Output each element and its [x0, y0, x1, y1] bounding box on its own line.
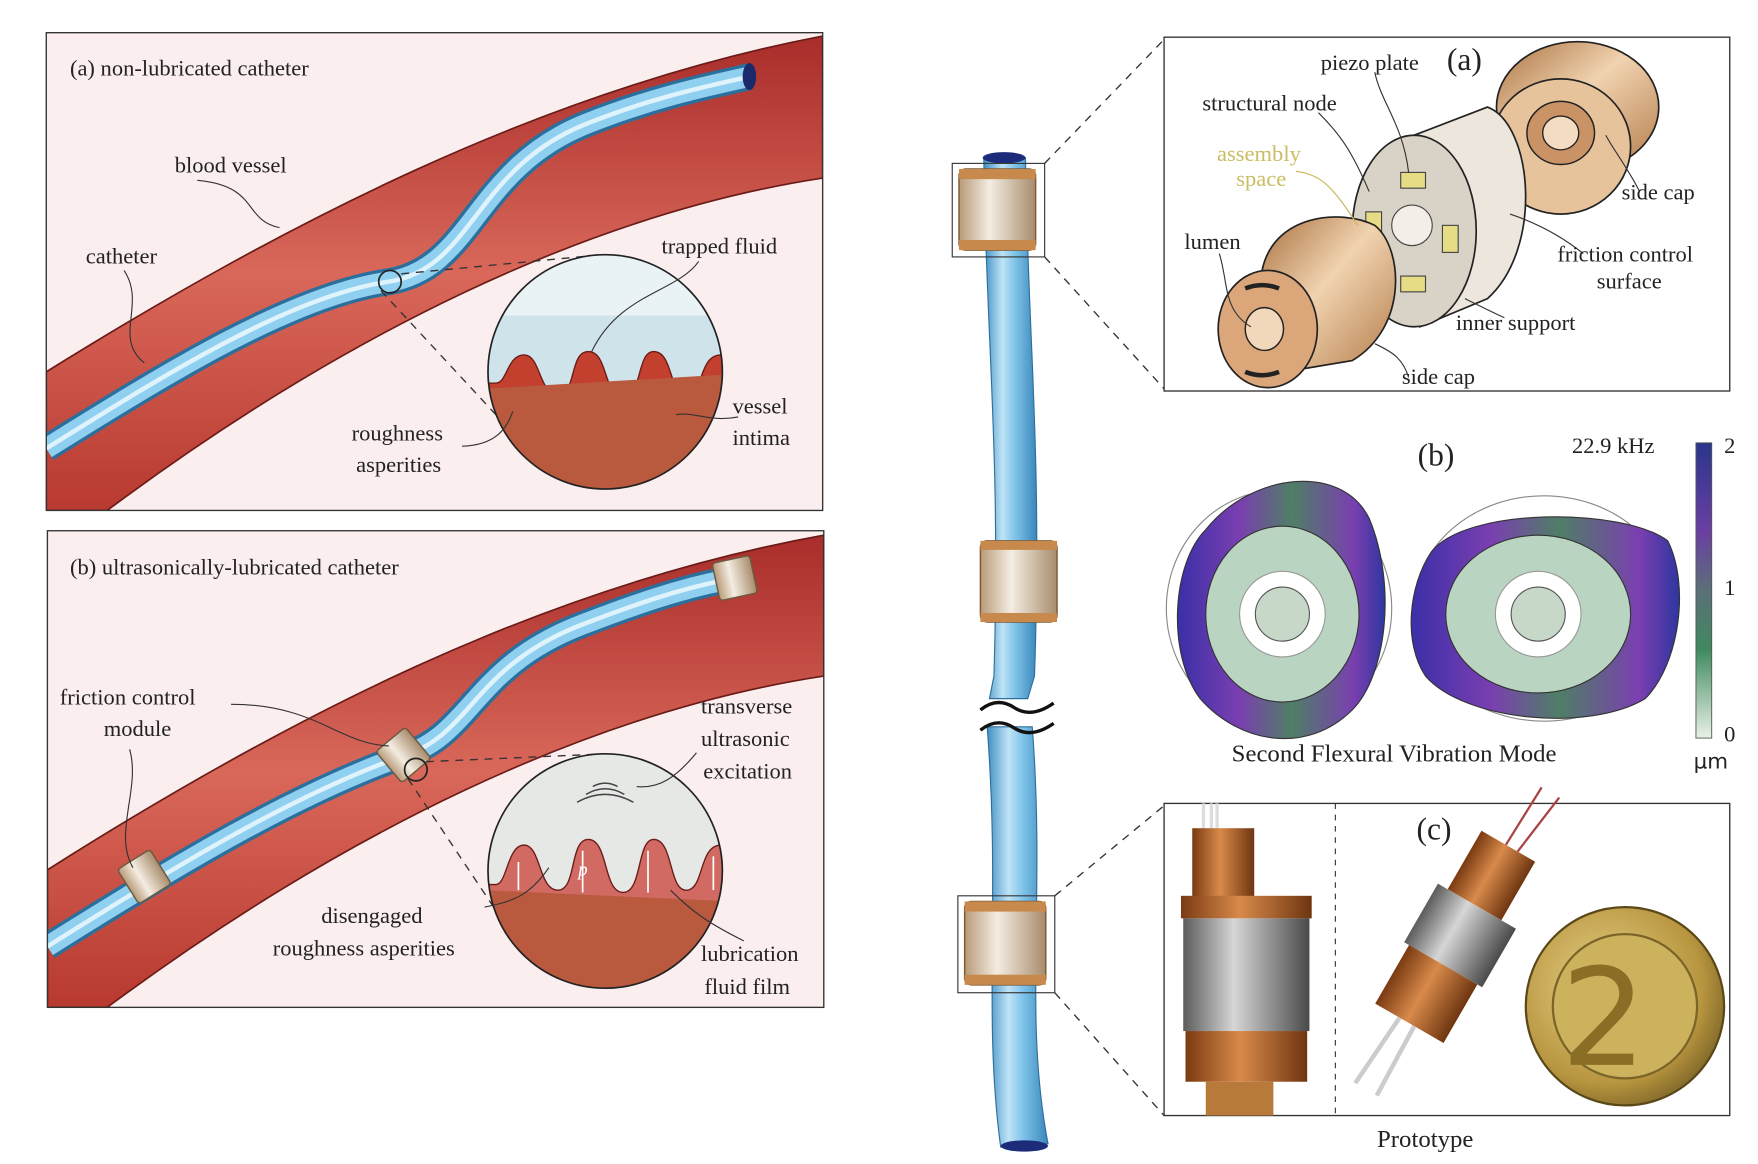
friction-control-module [711, 555, 758, 601]
label-side-cap-top: side cap [1622, 179, 1695, 204]
frequency-label: 22.9 kHz [1572, 433, 1655, 458]
side-cap-top [1490, 40, 1660, 215]
label-roughness: roughness [352, 421, 443, 446]
colorbar-unit: µm [1694, 749, 1728, 774]
colorbar-tick-mid: 1 [1724, 575, 1735, 600]
blood-vessel [47, 534, 824, 1008]
label-catheter: catheter [86, 244, 158, 269]
mode-shape-right [1410, 495, 1681, 722]
side-cap-bottom [1217, 216, 1397, 389]
module-middle [979, 540, 1058, 623]
panel-exploded-view: piezo plate (a) structural node assembly… [1163, 36, 1731, 392]
euro-coin: 2 [1524, 905, 1726, 1107]
label-pressure: p [576, 860, 588, 881]
prototype-caption: Prototype [1377, 1126, 1473, 1153]
coin-numeral: 2 [1561, 939, 1647, 1097]
label-intima: intima [733, 425, 791, 450]
colorbar [1695, 442, 1713, 739]
catheter-end [742, 63, 757, 91]
zoom-marker [377, 269, 403, 294]
label-ultrasonic: ultrasonic [701, 726, 790, 751]
panel-ultrasonically-lubricated: p (b) ultrasonically-lubricated catheter… [46, 530, 825, 1009]
module-top [958, 168, 1037, 251]
prototype-photo-angled [1353, 786, 1561, 1097]
colorbar-tick-min: 0 [1724, 721, 1735, 746]
panel-a-title: (a) non-lubricated catheter [70, 55, 309, 80]
friction-control-module [376, 727, 431, 783]
label-lubrication: lubrication [701, 941, 799, 966]
label-lumen: lumen [1184, 229, 1240, 254]
label-blood-vessel: blood vessel [175, 152, 287, 177]
label-trapped-fluid: trapped fluid [662, 234, 778, 259]
center-catheter [951, 38, 1165, 1152]
label-module: module [104, 716, 172, 741]
label-asperities: asperities [356, 452, 441, 477]
panel-prototype: 2 (c) Prototype [1163, 786, 1731, 1153]
label-inner-support: inner support [1456, 310, 1576, 335]
label-disengaged: disengaged [321, 903, 422, 928]
break-symbol [979, 700, 1055, 735]
zoom-marker [403, 757, 428, 782]
label-surface: surface [1597, 268, 1662, 293]
panel-b-tag: (b) [1418, 437, 1455, 472]
module-bottom [963, 900, 1047, 986]
label-roughness-asperities: roughness asperities [273, 936, 455, 961]
panel-b-title: (b) ultrasonically-lubricated catheter [70, 555, 399, 580]
label-excitation: excitation [703, 759, 792, 784]
label-transverse: transverse [701, 693, 792, 718]
label-assembly: assembly [1217, 141, 1302, 166]
label-space: space [1236, 166, 1286, 191]
label-friction-control: friction control [60, 684, 196, 709]
label-piezo-plate: piezo plate [1321, 50, 1419, 75]
vibration-mode-caption: Second Flexural Vibration Mode [1232, 741, 1557, 768]
panel-a-tag: (a) [1447, 42, 1482, 77]
mode-shape-left [1165, 480, 1393, 740]
panel-vibration-mode: (b) 22.9 kHz 2 1 0 µm Second Flexural Vi… [1165, 433, 1735, 774]
panel-non-lubricated: (a) non-lubricated catheter blood vessel… [45, 32, 824, 512]
label-structural-node: structural node [1202, 90, 1336, 115]
label-side-cap-bottom: side cap [1402, 364, 1475, 389]
colorbar-tick-max: 2 [1724, 433, 1735, 458]
prototype-photo-front [1180, 803, 1312, 1116]
label-vessel: vessel [733, 394, 788, 419]
panel-c-tag: (c) [1416, 811, 1451, 846]
label-fluid-film: fluid film [704, 974, 790, 999]
label-friction-control: friction control [1557, 241, 1693, 266]
